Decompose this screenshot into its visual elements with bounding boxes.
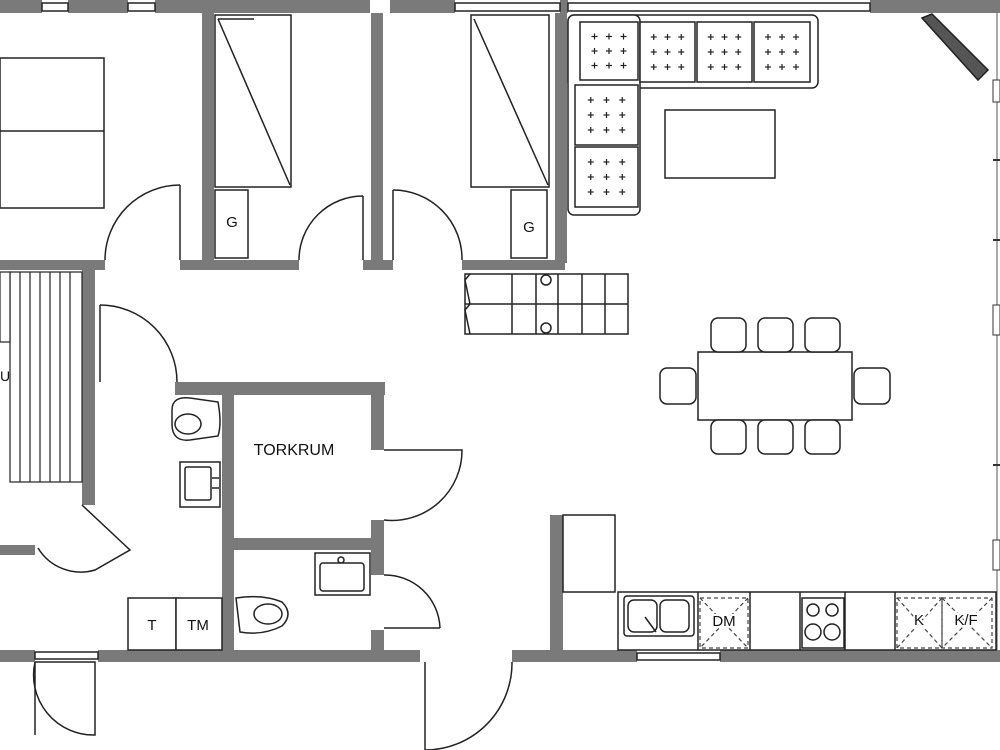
stove bbox=[801, 597, 845, 649]
doors bbox=[32, 184, 513, 750]
wc-toilet bbox=[235, 595, 289, 634]
sofa-cushion-marks bbox=[587, 33, 799, 195]
dishwasher bbox=[699, 597, 749, 649]
label-t: T bbox=[147, 617, 156, 634]
windows bbox=[34, 2, 871, 661]
sauna-benches bbox=[0, 271, 83, 483]
coffee-table bbox=[664, 109, 776, 179]
edge-room-letter: U bbox=[0, 368, 10, 384]
fridge-units bbox=[896, 597, 993, 649]
single-bed-2 bbox=[214, 14, 292, 188]
staircase bbox=[464, 273, 629, 335]
tv bbox=[920, 13, 990, 82]
washer-units bbox=[127, 597, 223, 651]
kitchen-sink bbox=[623, 595, 695, 637]
dining-chairs bbox=[659, 317, 891, 455]
dining-table bbox=[697, 351, 853, 421]
double-bed bbox=[0, 57, 105, 209]
fridge-label-kf: K/F bbox=[954, 612, 977, 629]
right-wall-markers bbox=[992, 13, 1000, 650]
wardrobe-label-left: G bbox=[226, 214, 238, 231]
wardrobe-label-right: G bbox=[523, 219, 535, 236]
kitchen-island bbox=[562, 514, 616, 593]
single-bed-3 bbox=[470, 14, 550, 188]
wardrobe-3: G bbox=[510, 189, 548, 259]
bathroom-sink bbox=[179, 461, 221, 508]
dishwasher-label: DM bbox=[712, 613, 735, 630]
label-tm: TM bbox=[187, 617, 209, 634]
wc-sink bbox=[314, 552, 371, 596]
torkrum-label: TORKRUM bbox=[254, 442, 335, 459]
walls bbox=[0, 0, 1000, 662]
fridge-label-k: K bbox=[914, 612, 924, 629]
bathroom-toilet bbox=[171, 397, 221, 441]
wardrobe-2: G bbox=[214, 189, 249, 259]
